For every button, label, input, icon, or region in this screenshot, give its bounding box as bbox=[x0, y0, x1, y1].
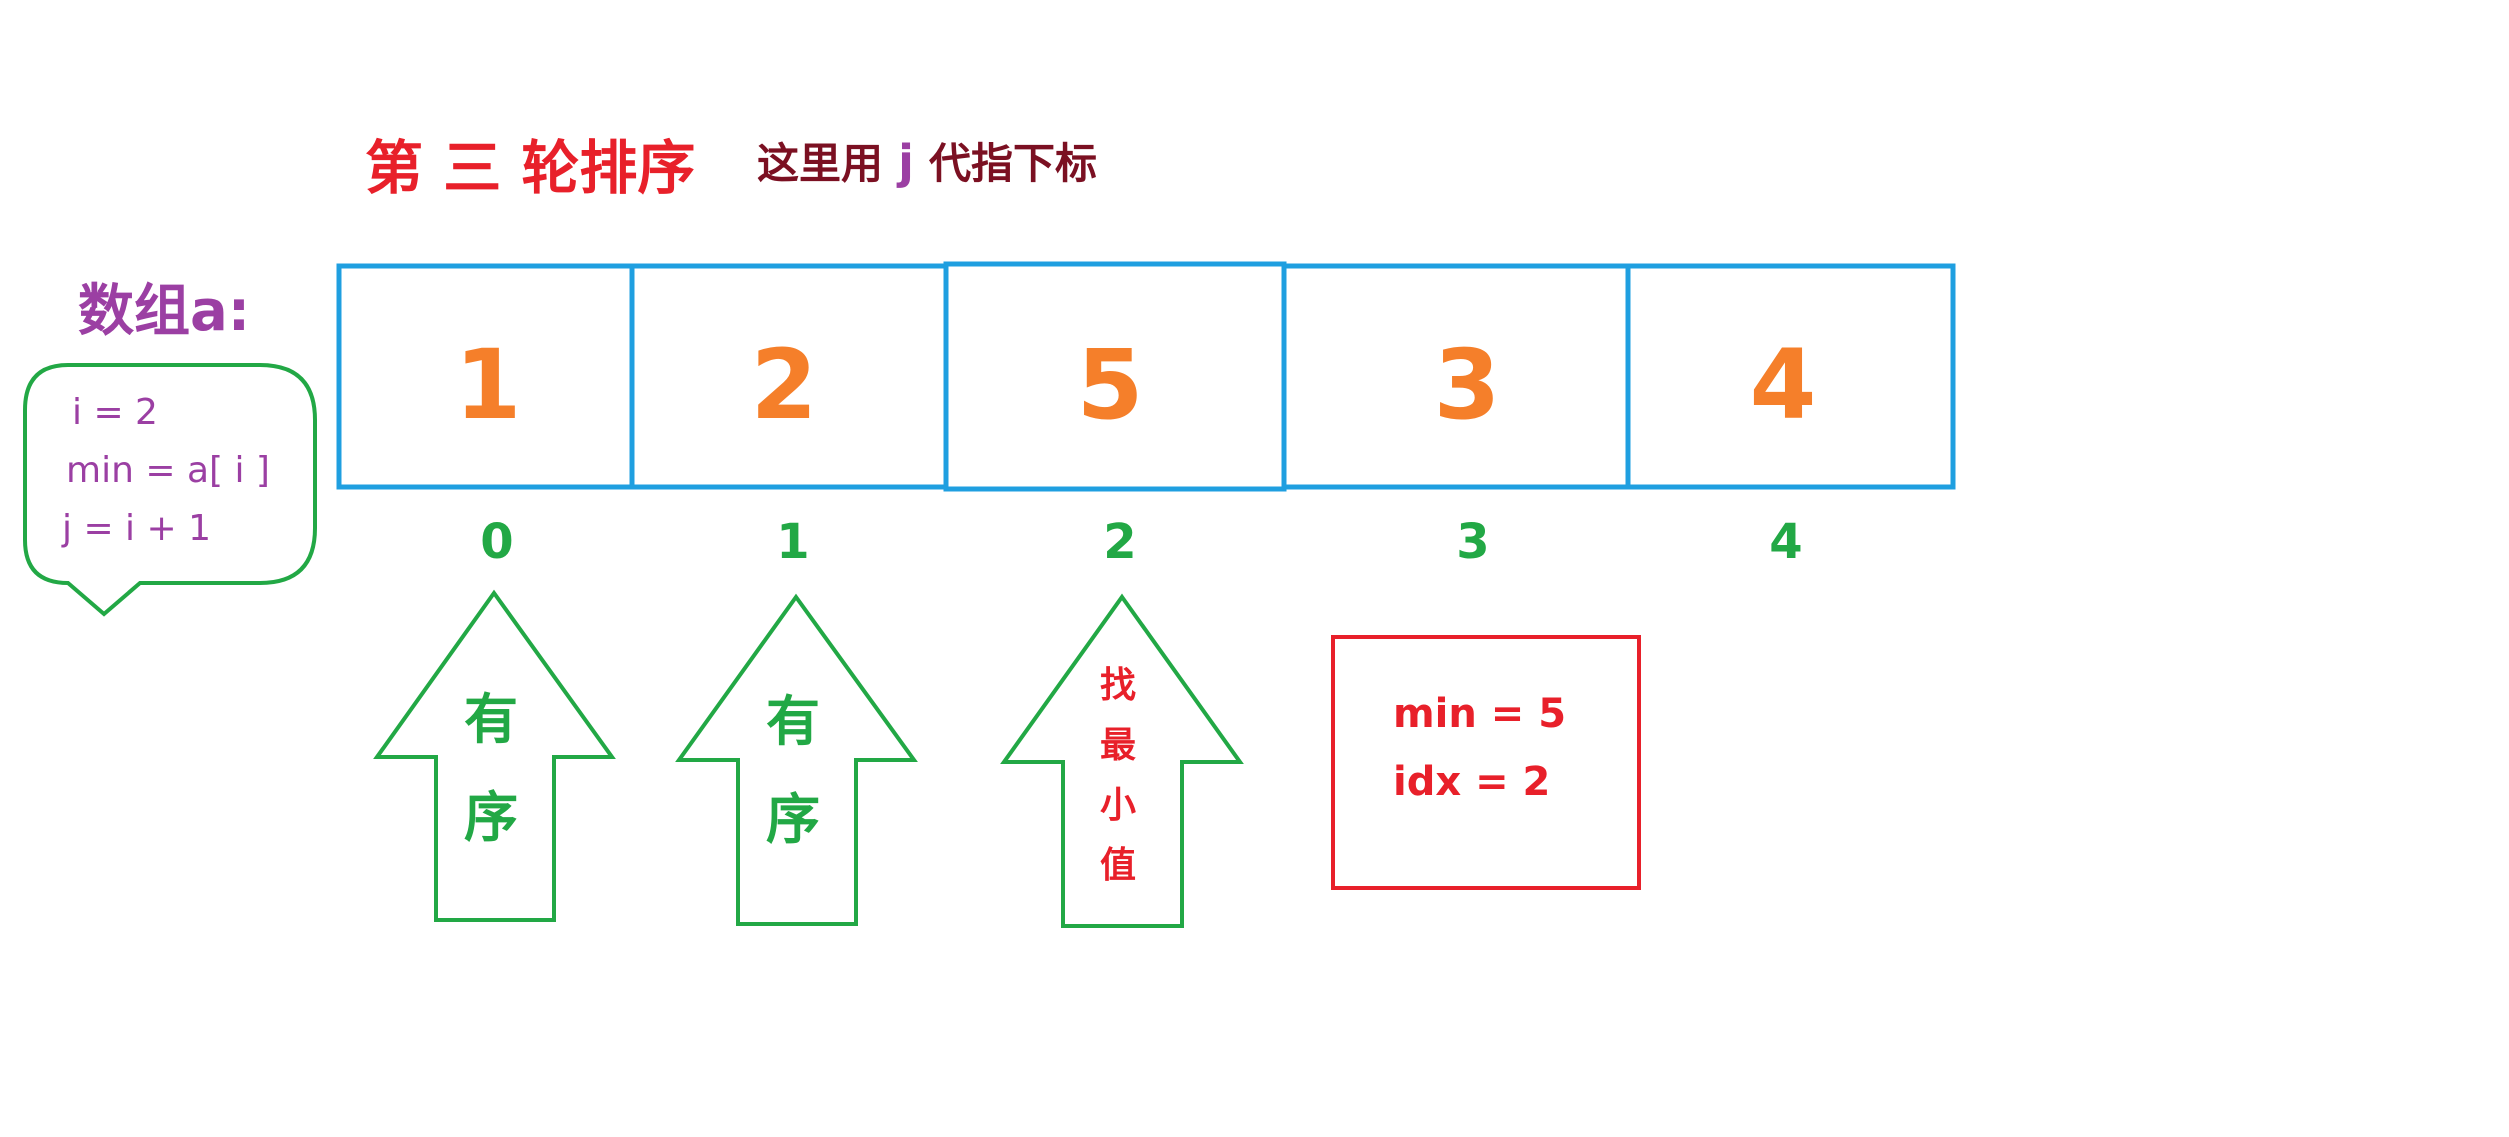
index-label-4: 4 bbox=[1769, 514, 1802, 570]
array-value-2: 5 bbox=[1077, 329, 1144, 441]
result-idx: idx = 2 bbox=[1393, 759, 1550, 805]
arrow-1-char-1: 序 bbox=[766, 788, 820, 851]
arrow-1-char-0: 有 bbox=[766, 690, 820, 753]
round-title: 第 三 轮排序 bbox=[365, 134, 695, 202]
index-label-3: 3 bbox=[1456, 514, 1489, 570]
index-label-2: 2 bbox=[1103, 514, 1136, 570]
array-value-0: 1 bbox=[455, 329, 522, 441]
up-arrow-sorted-1 bbox=[675, 593, 918, 926]
index-note-prefix: 这里用 bbox=[757, 139, 883, 188]
speech-bubble bbox=[23, 363, 317, 617]
index-note: 这里用 j 代指下标 bbox=[757, 135, 1097, 189]
result-min: min = 5 bbox=[1393, 691, 1566, 737]
arrow-0-char-0: 有 bbox=[464, 688, 518, 751]
array-value-3: 3 bbox=[1434, 329, 1501, 441]
index-label-0: 0 bbox=[480, 514, 513, 570]
arrow-0-char-1: 序 bbox=[464, 786, 518, 849]
array-value-4: 4 bbox=[1750, 329, 1817, 441]
arrow-2-char-0: 找 bbox=[1100, 665, 1136, 706]
arrow-2-char-3: 值 bbox=[1100, 845, 1136, 886]
index-label-1: 1 bbox=[776, 514, 809, 570]
array-cell-4 bbox=[1625, 263, 1956, 490]
array-cells bbox=[336, 261, 1956, 492]
index-note-suffix: 代指下标 bbox=[928, 139, 1097, 188]
bubble-line-min: min = a[ i ] bbox=[66, 450, 270, 491]
array-label: 数组a: bbox=[78, 279, 250, 344]
bubble-line-j: j = i + 1 bbox=[61, 508, 211, 549]
arrow-2-char-2: 小 bbox=[1100, 785, 1136, 826]
up-arrow-sorted-0 bbox=[373, 589, 616, 922]
index-note-variable: j bbox=[896, 135, 914, 189]
bubble-line-i: i = 2 bbox=[72, 392, 158, 433]
min-result-box bbox=[1331, 635, 1641, 890]
arrow-2-char-1: 最 bbox=[1100, 725, 1136, 766]
up-arrow-find-min bbox=[1000, 593, 1244, 928]
array-value-1: 2 bbox=[751, 329, 818, 441]
